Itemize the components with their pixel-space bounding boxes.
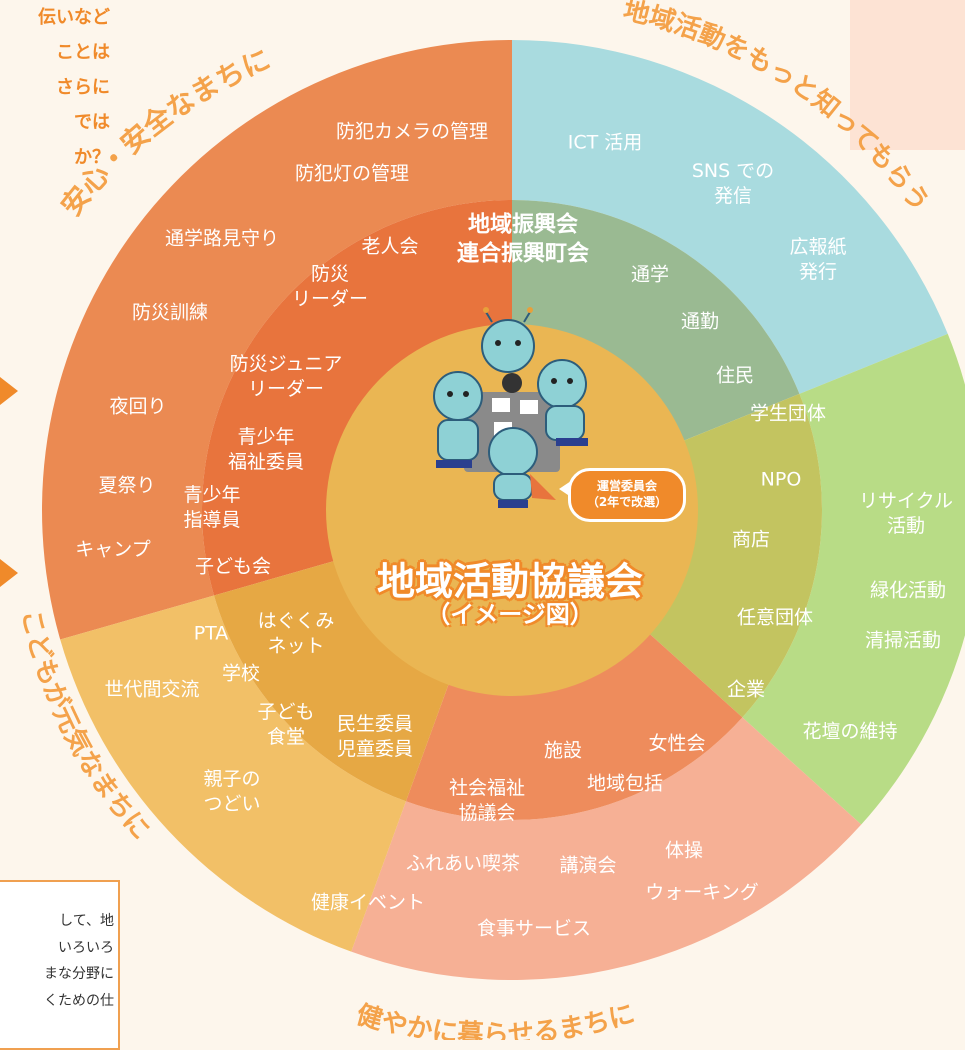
- robot-icon: [488, 427, 556, 508]
- sector-environment-outer: [742, 333, 965, 825]
- phone-icon: [502, 373, 522, 393]
- left-note-line: では: [74, 112, 110, 134]
- item-camera: 防犯カメラの管理: [335, 120, 489, 143]
- item-exercise: 体操: [664, 839, 704, 862]
- left-note-line: 伝いなど: [38, 7, 110, 28]
- center-title: 地域活動協議会: [376, 559, 644, 604]
- item-pta: PTA: [193, 622, 229, 645]
- arrow-icon: [0, 377, 18, 405]
- item-youth-welfare: 青少年福祉委員: [227, 425, 305, 473]
- item-ict: ICT 活用: [567, 131, 643, 154]
- hub-line: 連合振興町会: [456, 241, 590, 266]
- item-kids-club: 子ども会: [194, 555, 272, 578]
- item-parent-gathering: 親子のつどい: [203, 767, 261, 815]
- sector-children-inner: [214, 556, 454, 802]
- item-recycle: リサイクル活動: [858, 489, 954, 537]
- corner-panel: [850, 0, 965, 150]
- sector-health-outer: [351, 717, 862, 980]
- center-subtitle: （イメージ図）: [426, 600, 594, 629]
- sector-safety-inner: [202, 200, 513, 596]
- item-school-commute: 通学: [630, 263, 670, 286]
- item-night-patrol: 夜回り: [109, 395, 167, 418]
- item-drill: 防災訓練: [131, 301, 209, 324]
- info-box: して、地 いろいろ まな分野に くための仕: [0, 880, 120, 1050]
- item-commissioners: 民生委員児童委員: [336, 712, 414, 760]
- hub-label: 地域振興会 連合振興町会: [457, 211, 589, 268]
- item-shops: 商店: [731, 528, 771, 551]
- info-box-line: して、地: [59, 913, 114, 929]
- sector-promotion-outer: [512, 40, 948, 394]
- item-meal-service: 食事サービス: [476, 917, 592, 940]
- item-facilities: 施設: [543, 739, 583, 762]
- item-kids-cafeteria: 子ども食堂: [257, 700, 315, 748]
- item-school: 学校: [221, 662, 261, 685]
- item-lecture: 講演会: [559, 854, 617, 877]
- robot-icon: [537, 359, 588, 446]
- badge-line: （2年で改選）: [586, 495, 668, 510]
- sector-safety-outer: [42, 40, 512, 640]
- sector-children-outer: [60, 595, 406, 952]
- left-note: 伝いなど ことは さらに では か？: [0, 0, 110, 175]
- meeting-illustration: [433, 307, 588, 508]
- inner-ring: [202, 200, 823, 820]
- item-community-support: 地域包括: [586, 772, 664, 795]
- paper-icon: [520, 400, 538, 414]
- robot-icon: [433, 371, 483, 468]
- outer-ring: [42, 40, 965, 980]
- ring-title-health: 健やかに暮らせるまちに: [353, 999, 638, 1040]
- sector-health-inner: [405, 623, 743, 820]
- item-walking: ウォーキング: [645, 881, 759, 904]
- committee-badge: 運営委員会 （2年で改選）: [559, 468, 686, 522]
- item-npo: NPO: [760, 468, 802, 491]
- item-youth-guidance: 青少年指導員: [183, 483, 241, 531]
- item-sns: SNS での発信: [691, 159, 775, 207]
- item-greening: 緑化活動: [869, 579, 947, 602]
- badge-line: 運営委員会: [596, 479, 657, 493]
- item-summer-festival: 夏祭り: [98, 474, 156, 497]
- item-companies: 企業: [726, 678, 766, 701]
- item-flower-bed: 花壇の維持: [802, 720, 898, 743]
- item-elders: 老人会: [361, 235, 419, 258]
- item-student-groups: 学生団体: [749, 402, 827, 425]
- item-cleaning: 清掃活動: [864, 629, 942, 652]
- item-health-event: 健康イベント: [310, 891, 426, 914]
- item-cafe: ふれあい喫茶: [405, 852, 521, 875]
- item-residents: 住民: [715, 364, 755, 387]
- info-box-line: まな分野に: [44, 966, 114, 983]
- item-disaster-leader: 防災リーダー: [291, 262, 369, 310]
- info-box-line: くための仕: [44, 992, 114, 1009]
- item-hagukumi-net: はぐくみネット: [257, 609, 335, 657]
- paper-icon: [492, 398, 510, 412]
- center-circle: [326, 324, 698, 696]
- item-junior-leader: 防災ジュニアリーダー: [229, 352, 343, 400]
- left-note-line: ことは: [56, 42, 110, 64]
- info-box-line: いろいろ: [58, 939, 114, 956]
- item-voluntary-groups: 任意団体: [736, 606, 814, 629]
- sector-promotion-inner: [512, 200, 800, 447]
- item-welfare-council: 社会福祉協議会: [448, 776, 526, 824]
- left-note-line: さらに: [56, 77, 110, 99]
- arrow-icon: [0, 559, 18, 587]
- item-womens-association: 女性会: [648, 732, 706, 755]
- item-school-route: 通学路見守り: [164, 227, 280, 250]
- item-street-light: 防犯灯の管理: [294, 162, 410, 185]
- item-camp: キャンプ: [75, 538, 151, 561]
- item-intergenerational: 世代間交流: [104, 678, 200, 701]
- item-newsletter: 広報紙発行: [789, 235, 847, 283]
- robot-icon: [481, 307, 535, 373]
- hub-line: 地域振興会: [467, 212, 579, 238]
- left-note-line: か？: [74, 147, 110, 169]
- item-work-commute: 通勤: [680, 310, 720, 333]
